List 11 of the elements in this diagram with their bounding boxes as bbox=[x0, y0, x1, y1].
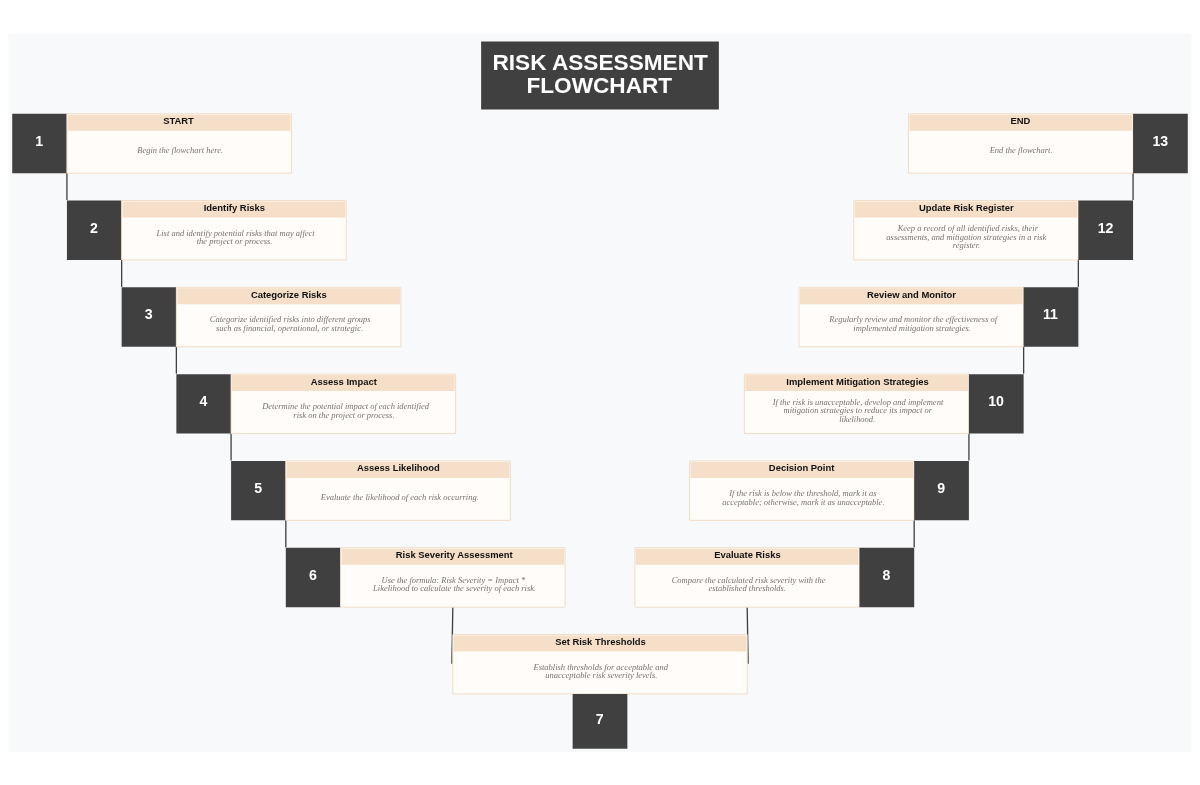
connector bbox=[1022, 345, 1025, 374]
connector bbox=[968, 431, 970, 461]
connector bbox=[121, 258, 123, 288]
connector bbox=[230, 431, 232, 461]
connector bbox=[1077, 258, 1079, 288]
connector bbox=[913, 518, 915, 548]
diagram-title: RISK ASSESSMENT FLOWCHART bbox=[492, 49, 708, 98]
connector bbox=[66, 171, 68, 201]
connector bbox=[285, 518, 287, 548]
connector bbox=[175, 345, 178, 374]
connector bbox=[1132, 171, 1134, 201]
